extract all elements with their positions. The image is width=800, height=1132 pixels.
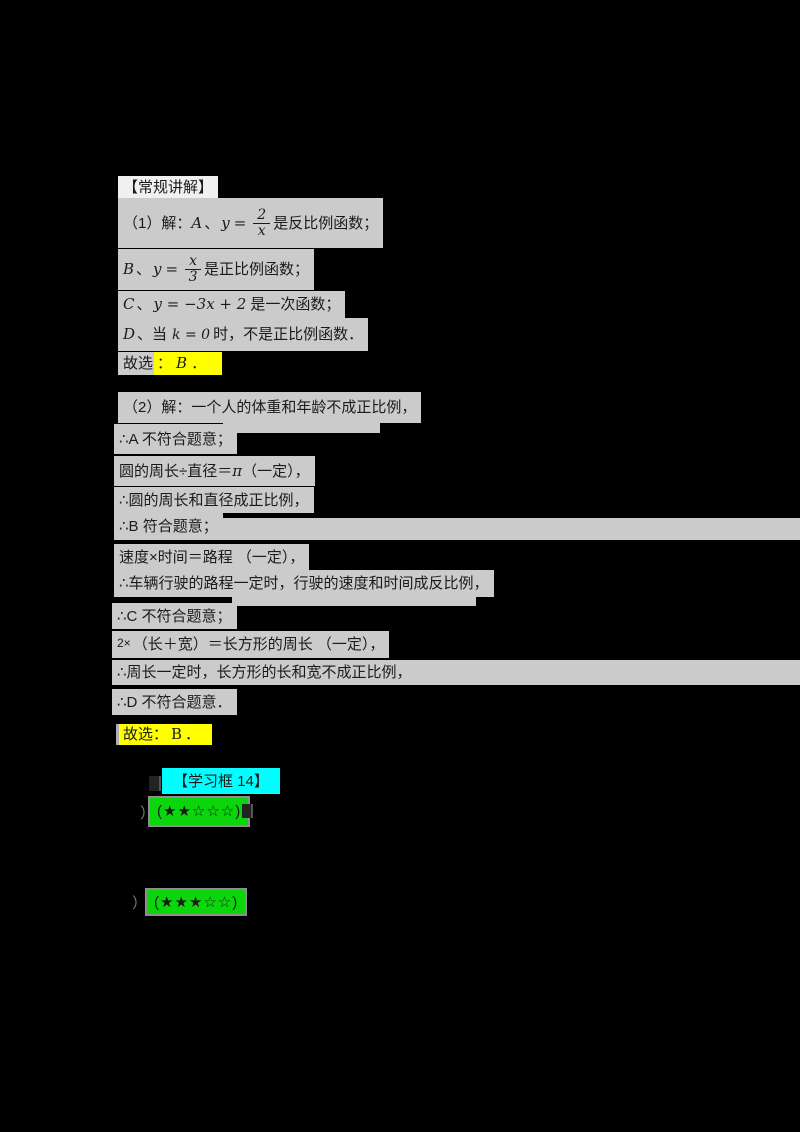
coefficient-text: 2× [117,635,131,650]
solution-line-2f: 速度×时间＝路程 （一定）， [114,544,310,571]
solution-line-1d: D 、当 k = 0 时，不是正比例函数． [118,318,369,351]
solution-line-2b: ∴A 不符合题意； [114,424,237,454]
option-letter: B [123,260,135,278]
fraction-denominator: x [257,222,266,239]
highlight-strip [208,518,800,540]
equals-sign: = [233,213,247,232]
solution-line-1a: （1）解： A 、 y = 2 x 是反比例函数； [118,198,384,248]
answer-highlight: ： B ． [154,352,223,375]
solution-line-2c: 圆的周长÷直径＝ π （一定）， [114,456,315,486]
answer-line-1: 故选 ： B ． [118,352,223,375]
math-var: y [153,260,162,278]
solution-line-2j: ∴周长一定时，长方形的长和宽不成正比例， [112,660,800,685]
option-letter: D [123,325,136,343]
line-text: ∴D 不符合题意． [117,693,232,711]
fragment-paren: ） [132,895,148,912]
line-text: ∴车辆行驶的路程一定时，行驶的速度和时间成反比例， [119,575,489,592]
section-title: 【常规讲解】 [118,176,219,198]
solution-line-2k: ∴D 不符合题意． [112,689,237,715]
difficulty-rating-1: (★★☆☆☆) [147,796,251,827]
line-text: ∴B 符合题意； [119,518,218,535]
line-text: ∴周长一定时，长方形的长和宽不成正比例， [117,664,412,681]
text-fragment-blob [149,776,161,791]
highlight-strip [223,423,380,433]
equals-sign: = [165,260,179,278]
star-rating-text: (★★★☆☆) [154,893,239,911]
answer-line-2: 故选： B ． [116,724,213,745]
line-text: ∴圆的周长和直径成正比例， [119,491,309,509]
solution-line-2d: ∴圆的周长和直径成正比例， [114,487,314,513]
solution-line-1c: C 、 y = −3x + 2 是一次函数； [118,291,346,318]
line-text: 时，不是正比例函数． [213,326,364,343]
answer-period: ． [191,355,207,372]
option-letter: A [191,213,203,232]
line-text: （长＋宽）＝长方形的周长 （一定）， [132,636,385,653]
pi-symbol: π [232,461,243,480]
study-box-label-text: 【学习框 14】 [173,772,269,790]
math-formula: k = 0 [172,326,211,343]
star-rating-text: (★★☆☆☆) [157,803,242,820]
line-text: 是一次函数； [250,296,341,313]
math-var: y [221,213,230,232]
solution-line-2e: ∴B 符合题意； [114,513,223,540]
list-mark: 、当 [137,326,168,343]
option-letter: C [123,295,135,313]
fraction: x 3 [185,254,202,285]
fraction-numerator: 2 [253,208,271,224]
solution-line-1b: B 、 y = x 3 是正比例函数； [118,249,315,290]
line-text: （一定）， [242,462,310,480]
solution-line-2g: ∴车辆行驶的路程一定时，行驶的速度和时间成反比例， [114,570,494,597]
line-text: 圆的周长÷直径＝ [119,462,233,480]
line-text: ∴A 不符合题意； [119,430,232,448]
study-box-label: 【学习框 14】 [162,768,280,794]
solution-line-2a: （2）解：一个人的体重和年龄不成正比例， [118,392,422,423]
list-mark: 、 [204,214,220,232]
answer-letter: B [176,354,188,372]
fraction-numerator: x [185,254,202,270]
answer-period: ． [185,726,201,743]
line-text: 速度×时间＝路程 （一定）， [119,549,305,566]
fraction: 2 x [253,208,271,239]
solution-line-2h: ∴C 不符合题意； [112,603,237,629]
answer-letter: B [171,725,183,743]
fraction-denominator: 3 [188,269,198,285]
solution-line-2i: 2× （长＋宽）＝长方形的周长 （一定）， [112,631,390,658]
section-title-text: 【常规讲解】 [123,178,214,196]
line-text: 是反比例函数； [273,214,379,232]
text-fragment-blob [242,804,253,818]
answer-label-text: 故选： [123,726,169,743]
answer-colon: ： [157,355,173,372]
line-text: ∴C 不符合题意； [117,607,232,625]
math-formula: y = −3x + 2 [153,295,247,313]
difficulty-rating-2: (★★★☆☆) [144,888,248,916]
answer-label: 故选 [118,352,155,375]
answer-label-text: 故选 [123,355,154,372]
list-mark: 、 [136,296,152,313]
line-prefix: （1）解： [123,214,192,232]
highlight-strip [232,597,476,606]
line-text: （2）解：一个人的体重和年龄不成正比例， [123,399,417,416]
line-text: 是正比例函数； [204,261,310,278]
list-mark: 、 [136,261,152,278]
